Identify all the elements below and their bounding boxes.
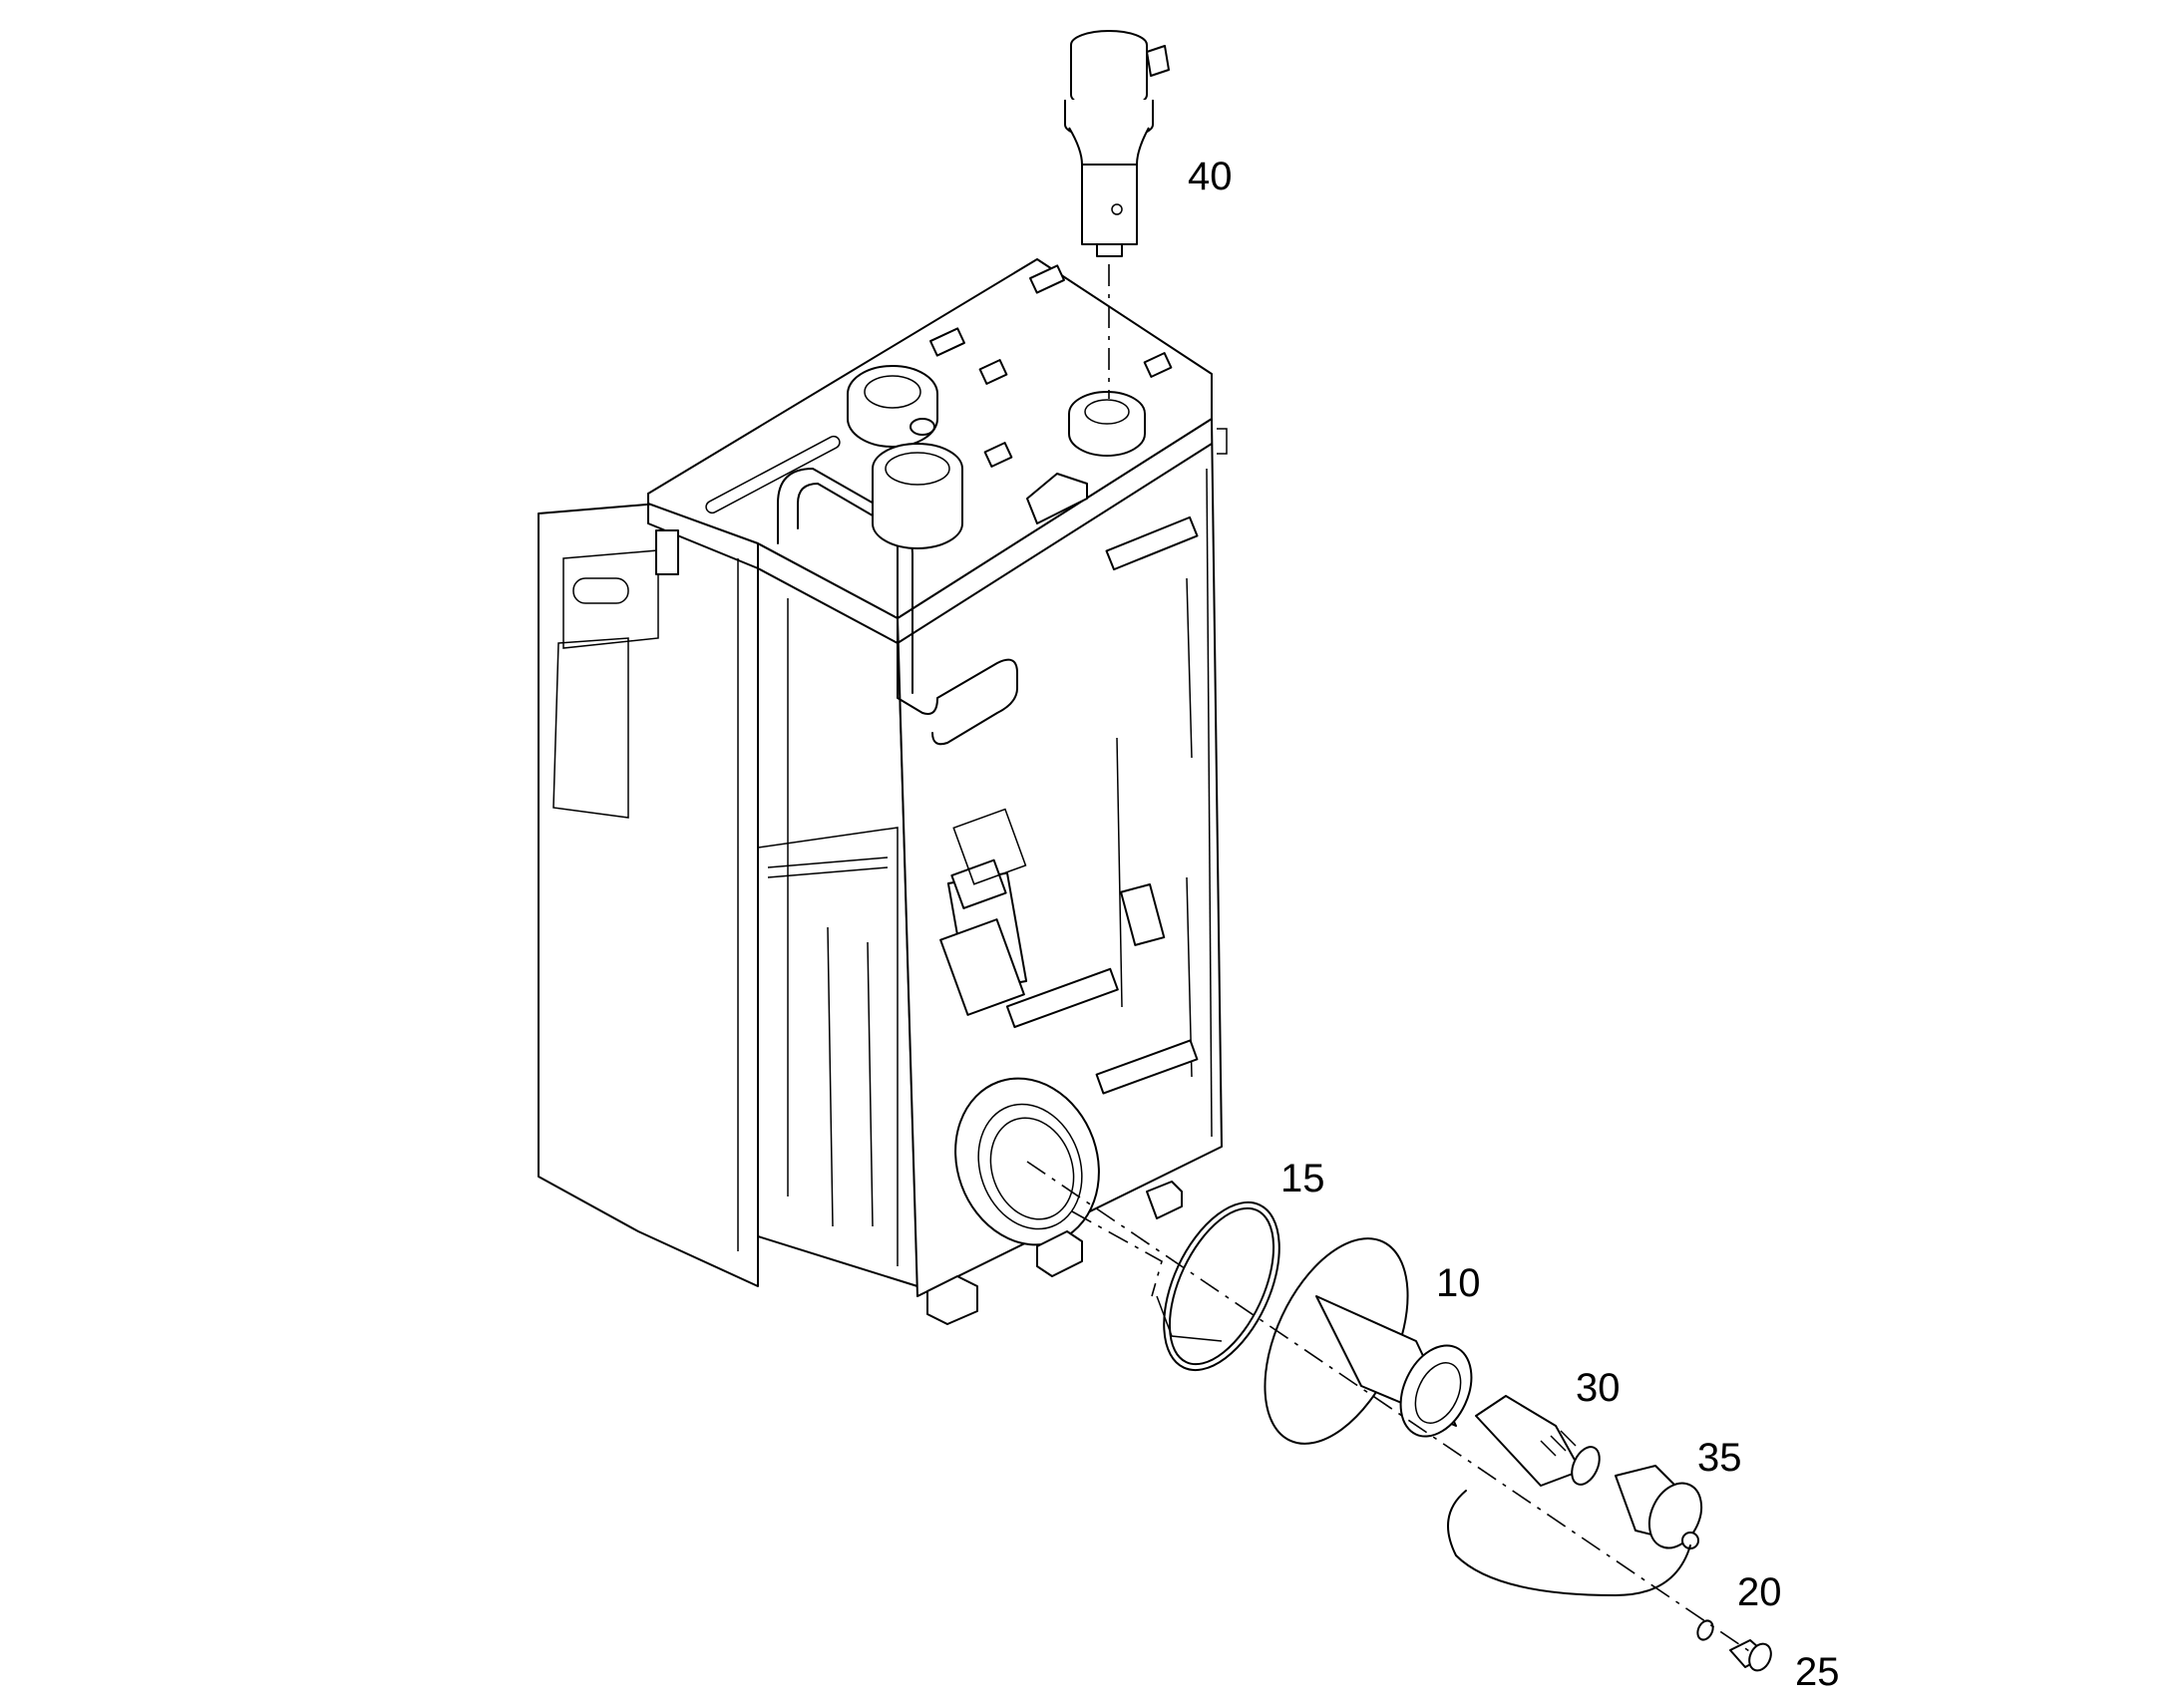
callout-35: 35 (1697, 1436, 1742, 1480)
top-filler-neck (872, 418, 963, 549)
part-35-cap (1447, 1465, 1703, 1596)
callout-25: 25 (1795, 1650, 1840, 1694)
tank-top-face (647, 258, 1213, 619)
tank-front-face (757, 542, 918, 1287)
part-10-flange (1264, 1237, 1473, 1445)
part-30-coupling (1475, 1395, 1601, 1487)
callout-30: 30 (1576, 1366, 1621, 1410)
part-15-oring (1163, 1200, 1280, 1372)
part-40-sensor (1064, 30, 1170, 399)
part-20-washer (1696, 1619, 1714, 1641)
callout-10: 10 (1436, 1261, 1481, 1305)
callout-15: 15 (1280, 1157, 1325, 1200)
assembly-axis-2 (1071, 1210, 1163, 1297)
part-25-bolt (1729, 1639, 1772, 1672)
top-port-sensor (1068, 391, 1146, 457)
tank-body (538, 258, 1228, 1325)
tank-side-panel (538, 503, 759, 1287)
callout-40: 40 (1188, 155, 1233, 198)
assembly-axis (1026, 1161, 1756, 1656)
callout-20: 20 (1737, 1570, 1782, 1614)
